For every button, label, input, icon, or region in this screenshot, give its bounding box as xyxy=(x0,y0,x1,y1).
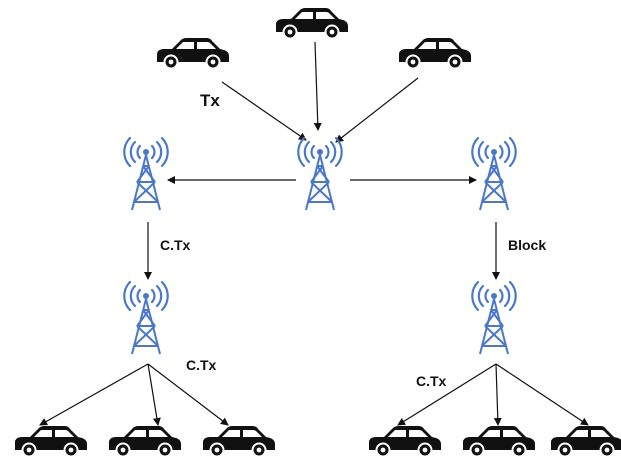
car-bottom-right-2-icon xyxy=(462,425,536,458)
car-bottom-right-1-icon xyxy=(368,425,442,458)
car-top-center-icon xyxy=(275,7,349,40)
ctx-left-bottom-label: C.Tx xyxy=(186,357,217,373)
arrow-left-bottom-to-car-1 xyxy=(39,363,149,426)
arrow-car-left-to-center-tower xyxy=(221,81,307,141)
center-tower-icon xyxy=(297,136,343,212)
ctx-right-bottom-label: C.Tx xyxy=(416,373,447,389)
right-tower-icon xyxy=(471,136,517,212)
arrow-left-bottom-to-car-2 xyxy=(147,363,161,426)
arrow-car-top-to-center-tower xyxy=(313,41,322,131)
right-bottom-tower-icon xyxy=(471,280,517,356)
left-bottom-tower-icon xyxy=(123,280,169,356)
arrow-right-bottom-to-car-1 xyxy=(397,363,497,426)
left-tower-icon xyxy=(123,136,169,212)
car-bottom-left-2-icon xyxy=(108,425,182,458)
car-top-right-icon xyxy=(398,37,472,70)
tx-label: Tx xyxy=(200,91,220,110)
arrow-right-bottom-to-car-3 xyxy=(495,363,589,426)
arrow-car-right-to-center-tower xyxy=(335,77,419,143)
ctx-left-mid-label: C.Tx xyxy=(160,237,191,253)
car-bottom-right-3-icon xyxy=(550,425,621,458)
car-bottom-left-1-icon xyxy=(14,425,88,458)
car-top-left-icon xyxy=(156,37,230,70)
arrow-left-bottom-to-car-3 xyxy=(147,363,229,426)
arrow-right-bottom-to-car-2 xyxy=(493,363,502,426)
block-label: Block xyxy=(508,237,547,253)
car-bottom-left-3-icon xyxy=(202,425,276,458)
